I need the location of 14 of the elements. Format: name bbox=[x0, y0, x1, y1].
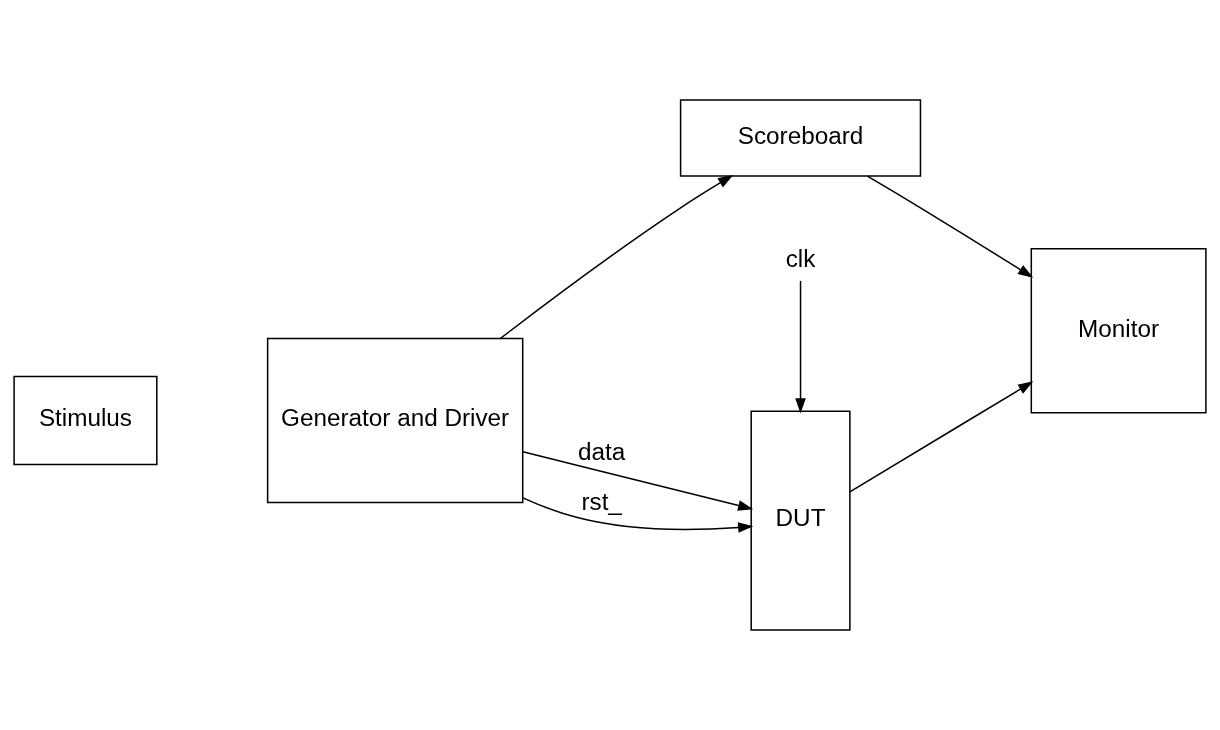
node-box: DUT bbox=[750, 410, 851, 631]
node-box: Monitor bbox=[1030, 248, 1207, 414]
node-box: Generator and Driver bbox=[266, 337, 524, 504]
edge-label: rst_ bbox=[581, 487, 622, 515]
node-box: Stimulus bbox=[13, 375, 158, 466]
arrow bbox=[849, 381, 1034, 493]
arrow bbox=[866, 175, 1034, 278]
arrow bbox=[795, 280, 806, 414]
arrow bbox=[522, 451, 754, 511]
arrow bbox=[522, 497, 754, 533]
node-text: clk bbox=[785, 244, 816, 272]
edge-label: data bbox=[578, 437, 626, 465]
arrow bbox=[499, 175, 734, 340]
node-box: Scoreboard bbox=[679, 99, 922, 177]
